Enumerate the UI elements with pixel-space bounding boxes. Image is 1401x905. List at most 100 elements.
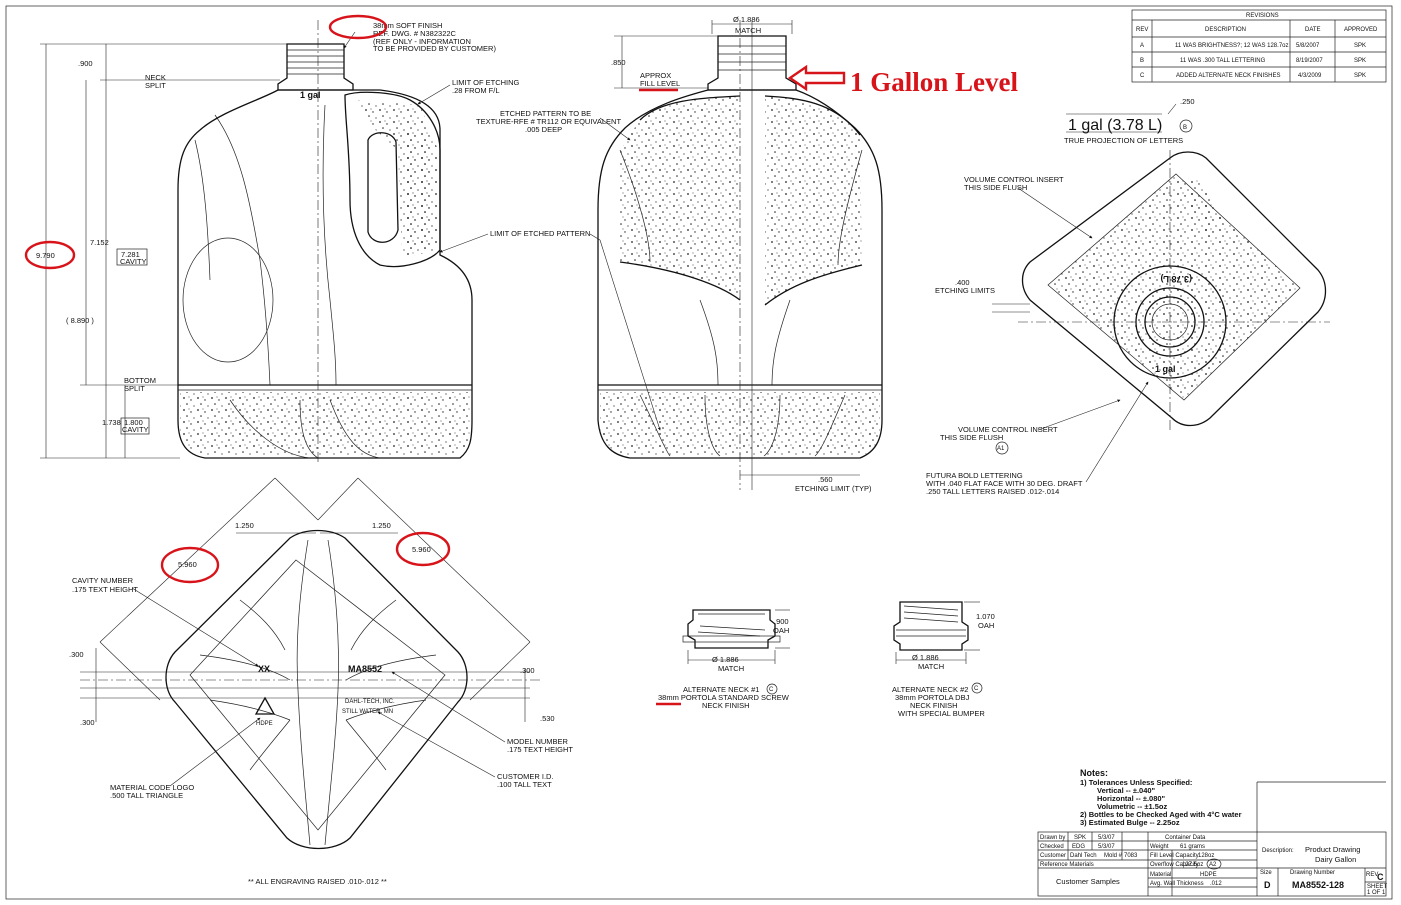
side-dia-1886: Ø 1.886	[733, 15, 760, 24]
city-text: STILL WATER, MN	[342, 709, 393, 715]
tb-customer-label: Customer	[1040, 853, 1066, 859]
etched-pattern-note: ETCHED PATTERN TO BE	[500, 109, 591, 118]
model-number-label: MODEL NUMBER	[507, 737, 569, 746]
lettering-spec: 1 gal (3.78 L) .250 B TRUE PROJECTION OF…	[1064, 97, 1195, 145]
note-1-volumetric: Volumetric -- ±1.5oz	[1097, 802, 1167, 811]
volume-insert-note-1b: THIS SIDE FLUSH	[964, 183, 1027, 192]
material-code-label-2: .500 TALL TRIANGLE	[110, 791, 183, 800]
revisions-title: REVISIONS	[1246, 13, 1279, 19]
bottom-dim-300-b: .300	[80, 718, 95, 727]
bottom-dim-300-a: .300	[69, 650, 84, 659]
tb-checked-date: 5/3/07	[1098, 844, 1115, 850]
limit-of-etching-label-2: .28 FROM F/L	[452, 86, 500, 95]
maker-text: DAHL-TECH, INC.	[345, 699, 395, 705]
dim-1800: 1.800	[124, 418, 143, 427]
neck2-circle-c: C	[974, 686, 979, 692]
tb-sheet: 1 OF 1	[1367, 890, 1386, 896]
note-1-horizontal: Horizontal -- ±.080"	[1097, 794, 1166, 803]
neck-split-label-2: SPLIT	[145, 81, 166, 90]
lettering-dim-250: .250	[1180, 97, 1195, 106]
tb-rev: C	[1377, 872, 1384, 882]
neck-split-label: NECK	[145, 73, 166, 82]
volume-insert-note-2b: THIS SIDE FLUSH	[940, 433, 1003, 442]
material-code-label: MATERIAL CODE LOGO	[110, 783, 194, 792]
tb-description-2: Dairy Gallon	[1315, 855, 1356, 864]
top-circle-a1: A1	[997, 446, 1005, 452]
limit-of-etching-label: LIMIT OF ETCHING	[452, 78, 520, 87]
tb-customer: Dahl Tech	[1070, 853, 1097, 859]
tb-drawing-number-label: Drawing Number	[1290, 870, 1335, 876]
dim-1738: 1.738	[102, 418, 121, 427]
notes-block: Notes: 1) Tolerances Unless Specified: V…	[1080, 768, 1242, 827]
rev-row-c-date: 4/3/2009	[1298, 73, 1322, 79]
cavity-number-label: CAVITY NUMBER	[72, 576, 134, 585]
tb-overflow-label: Overflow Capacity	[1150, 862, 1199, 868]
tb-material: HDPE	[1200, 872, 1217, 878]
tb-fill-label: Fill Level Capacity	[1150, 853, 1199, 859]
neck1-dia: Ø 1.886	[712, 655, 739, 664]
gallon-level-annotation: 1 Gallon Level	[850, 67, 1018, 97]
model-mark: MA8552	[348, 664, 382, 674]
lettering-circle-b: B	[1183, 125, 1187, 131]
tb-drawn-by-label: Drawn by	[1040, 835, 1065, 841]
dim-900-front: .900	[78, 59, 93, 68]
rev-row-c-desc: ADDED ALTERNATE NECK FINISHES	[1176, 73, 1280, 79]
approx-label: APPROX	[640, 71, 671, 80]
top-ring-text-bottom: 1 gal	[1155, 364, 1176, 374]
futura-note-3: .250 TALL LETTERS RAISED .012-.014	[926, 487, 1059, 496]
tb-overflow-rev: A2	[1209, 862, 1217, 868]
side-match: MATCH	[735, 26, 761, 35]
engraving-note: ** ALL ENGRAVING RAISED .010-.012 **	[248, 877, 387, 886]
ref-only-note: (REF ONLY - INFORMATION	[373, 37, 471, 46]
etching-limit-label: ETCHING LIMIT (TYP)	[795, 484, 872, 493]
tb-drawn-by: SPK	[1074, 835, 1086, 841]
dim-560: .560	[818, 475, 833, 484]
customer-id-label: CUSTOMER I.D.	[497, 772, 554, 781]
tb-customer-samples: Customer Samples	[1056, 877, 1120, 886]
tb-checked-label: Checked	[1040, 844, 1064, 850]
tb-drawn-date: 5/3/07	[1098, 835, 1115, 841]
neck2-title: ALTERNATE NECK #2	[892, 685, 968, 694]
side-dim-850: .850	[611, 58, 626, 67]
tb-description-label: Description:	[1262, 848, 1294, 854]
front-engrave-text: 1 gal	[300, 90, 321, 100]
lettering-sample: 1 gal (3.78 L)	[1068, 117, 1162, 134]
sheet-border	[5, 5, 1393, 900]
bottom-dim-1250-a: 1.250	[235, 521, 254, 530]
cavity-label-2: CAVITY	[122, 425, 149, 434]
customer-id-label-2: .100 TALL TEXT	[497, 780, 552, 789]
neck2-dia: Ø 1.886	[912, 653, 939, 662]
neck1-desc: 38mm PORTOLA STANDARD SCREW	[658, 693, 790, 702]
notes-title: Notes:	[1080, 768, 1108, 778]
limit-of-etched-pattern: LIMIT OF ETCHED PATTERN	[490, 229, 590, 238]
rev-row-c-rev: C	[1140, 73, 1145, 79]
dim-9790: 9.790	[36, 251, 55, 260]
model-number-label-2: .175 TEXT HEIGHT	[507, 745, 573, 754]
neck1-match: MATCH	[718, 664, 744, 673]
neck1-circle-c: C	[769, 687, 774, 693]
note-1: 1) Tolerances Unless Specified:	[1080, 778, 1192, 787]
tb-fill: 128oz	[1198, 853, 1214, 859]
etching-limits-label: ETCHING LIMITS	[935, 286, 995, 295]
top-ring-text-top: (3.78 L)	[1160, 274, 1192, 284]
rev-header-approved: APPROVED	[1344, 27, 1378, 33]
note-1-vertical: Vertical -- ±.040"	[1097, 786, 1156, 795]
top-view: (3.78 L) 1 gal VOLUME CONTROL INSERT THI…	[926, 150, 1330, 496]
rev-header-rev: REV	[1136, 27, 1148, 33]
note-3: 3) Estimated Bulge -- 2.25oz	[1080, 818, 1180, 827]
cavity-label: CAVITY	[120, 257, 147, 266]
tb-mold-label: Mold #	[1104, 853, 1123, 859]
tb-avg-wall-label: Avg. Wall Thickness	[1150, 881, 1204, 887]
bottom-split-label-2: SPLIT	[124, 384, 145, 393]
tb-size: D	[1264, 880, 1271, 890]
futura-note-2: WITH .040 FLAT FACE WITH 30 DEG. DRAFT	[926, 479, 1083, 488]
tb-ref-materials: Reference Materials	[1040, 862, 1094, 868]
volume-insert-note-1: VOLUME CONTROL INSERT	[964, 175, 1064, 184]
tb-size-label: Size	[1260, 870, 1272, 876]
red-circle-5960-a	[160, 546, 220, 584]
bottom-view: .300 .300 .300 .530 1.250 1.250 5.960 5.…	[69, 477, 573, 886]
dim-8890: ( 8.890 )	[66, 316, 94, 325]
hdpe-logo-text: HDPE	[256, 721, 273, 727]
tb-container-data: Container Data	[1165, 835, 1206, 841]
title-block: Drawn by SPK 5/3/07 Container Data Check…	[1037, 781, 1387, 897]
